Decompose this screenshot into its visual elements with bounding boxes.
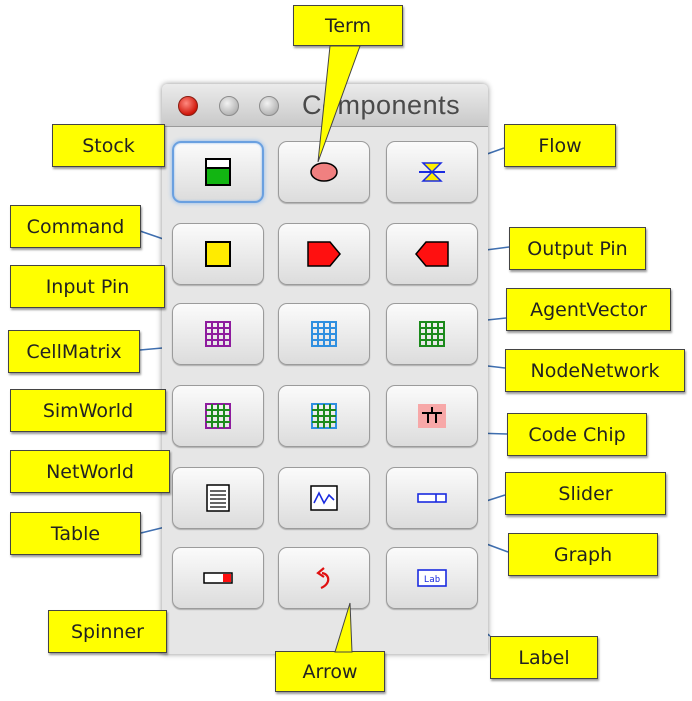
spinner-icon (203, 572, 233, 584)
cellmatrix-icon (205, 321, 231, 347)
graph-icon (310, 485, 338, 511)
graph-button[interactable] (278, 467, 370, 529)
callout-arrow: Arrow (275, 651, 385, 692)
zoom-window-button[interactable] (259, 96, 279, 116)
output-pin-button[interactable] (386, 223, 478, 285)
title-bar[interactable]: Components (162, 84, 488, 127)
callout-cellmatrix: CellMatrix (8, 330, 140, 373)
input-pin-icon (307, 241, 341, 267)
callout-output-pin: Output Pin (509, 227, 646, 270)
arrow-button[interactable] (278, 547, 370, 609)
command-button[interactable] (172, 223, 264, 285)
callout-nodenetwork: NodeNetwork (505, 349, 685, 392)
table-button[interactable] (172, 467, 264, 529)
svg-text:Lab: Lab (424, 575, 440, 585)
callout-spinner: Spinner (48, 610, 167, 653)
callout-agentvector: AgentVector (506, 288, 671, 331)
simworld-button[interactable] (172, 385, 264, 447)
callout-stock: Stock (52, 124, 165, 167)
nodenetwork-icon (311, 321, 337, 347)
callout-networld: NetWorld (10, 450, 170, 493)
close-window-button[interactable] (178, 96, 198, 116)
nodenetwork-button[interactable] (278, 303, 370, 365)
command-icon (205, 241, 231, 267)
slider-button[interactable] (386, 467, 478, 529)
slider-icon (417, 493, 447, 503)
callout-simworld: SimWorld (10, 389, 166, 432)
networld-icon (311, 403, 337, 429)
window-title: Components (302, 90, 461, 120)
cellmatrix-button[interactable] (172, 303, 264, 365)
callout-flow: Flow (504, 124, 616, 167)
agentvector-icon (419, 321, 445, 347)
spinner-button[interactable] (172, 547, 264, 609)
term-icon (310, 162, 338, 182)
callout-term: Term (293, 5, 403, 46)
networld-button[interactable] (278, 385, 370, 447)
callout-label: Label (490, 636, 598, 679)
flow-icon (419, 162, 445, 182)
minimize-window-button[interactable] (219, 96, 239, 116)
agentvector-button[interactable] (386, 303, 478, 365)
flow-button[interactable] (386, 141, 478, 203)
components-palette-window: Components (162, 84, 488, 654)
callout-table: Table (10, 512, 141, 555)
label-button[interactable]: Lab (386, 547, 478, 609)
stock-icon (205, 158, 231, 186)
callout-slider: Slider (505, 472, 666, 515)
callout-command: Command (10, 205, 141, 248)
callout-input-pin: Input Pin (10, 265, 165, 308)
callout-code-chip: Code Chip (507, 413, 647, 456)
output-pin-icon (415, 241, 449, 267)
simworld-icon (205, 403, 231, 429)
term-button[interactable] (278, 141, 370, 203)
arrow-icon (316, 567, 330, 590)
stock-button[interactable] (172, 141, 264, 203)
input-pin-button[interactable] (278, 223, 370, 285)
label-icon: Lab (417, 569, 447, 587)
callout-graph: Graph (508, 533, 658, 576)
table-icon (206, 484, 230, 512)
code-chip-button[interactable] (386, 385, 478, 447)
code-chip-icon (418, 404, 446, 428)
